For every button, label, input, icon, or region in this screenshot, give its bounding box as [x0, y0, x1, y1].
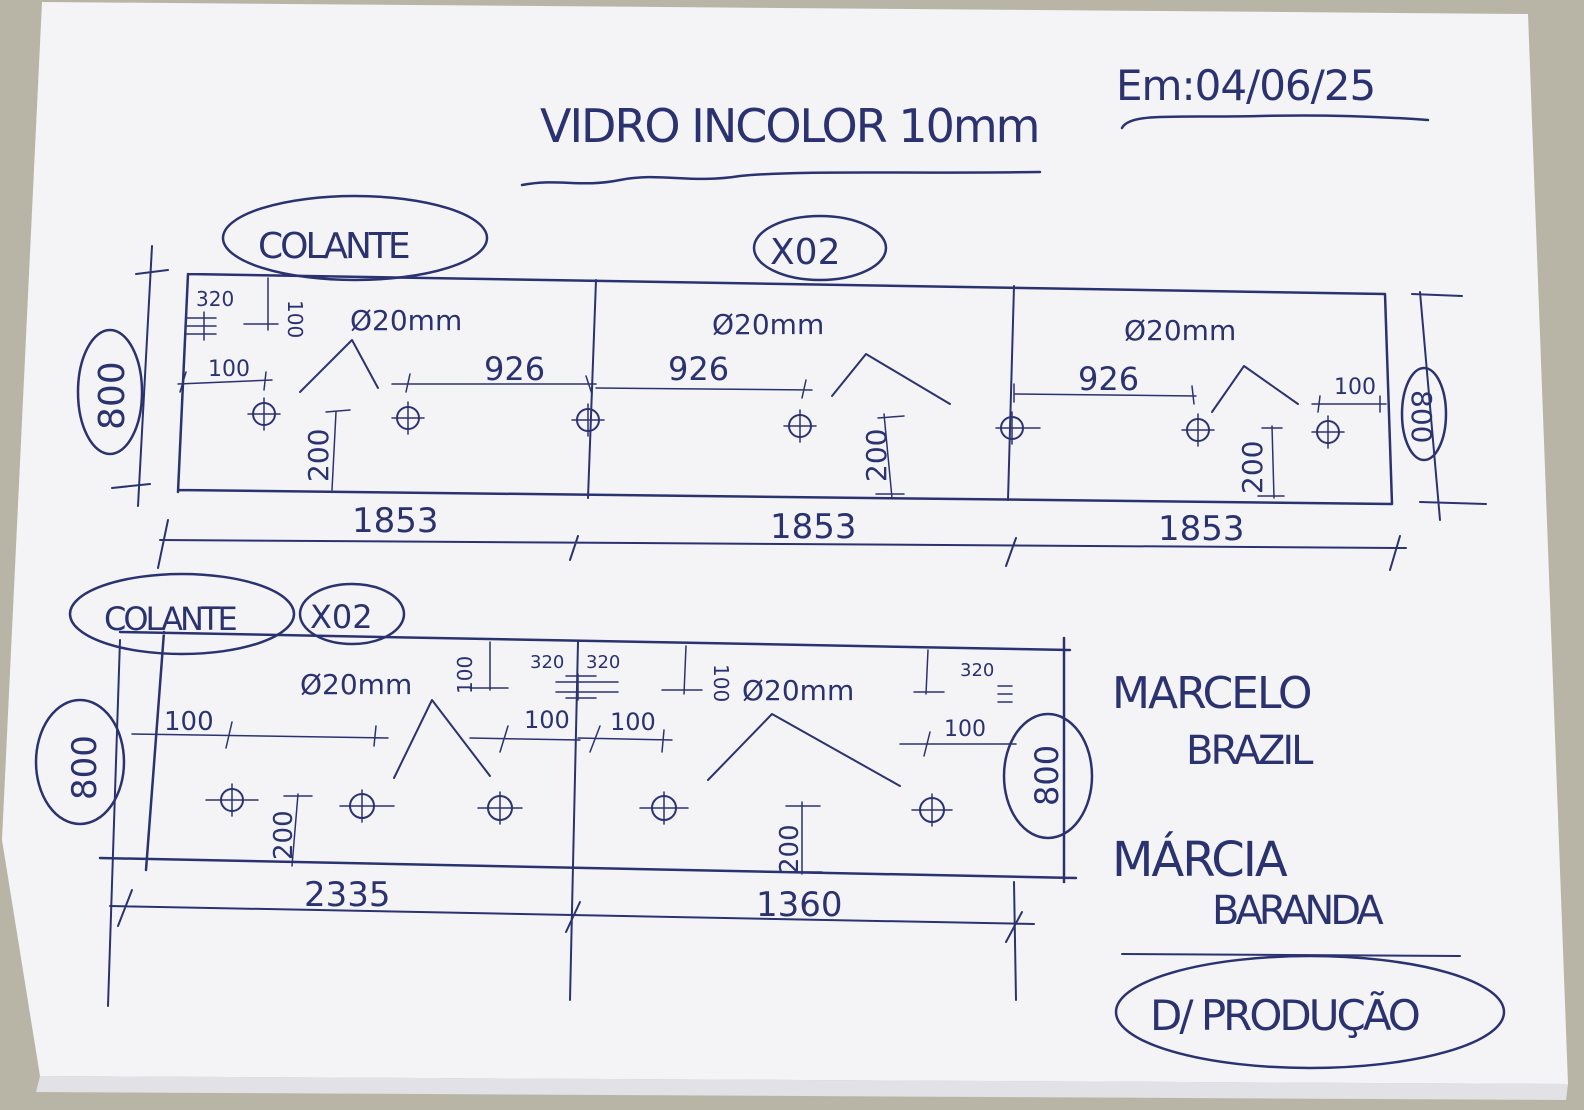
panel-bottom-tag-oval [68, 572, 296, 656]
panel-bottom-outline [98, 630, 1078, 884]
panel-bottom-hole-1 [205, 783, 259, 817]
panel-bottom-dim-100b: 100 [524, 706, 570, 734]
panel-bottom-height-right: 800 [1028, 745, 1066, 806]
panel-top-hole-3 [571, 403, 605, 437]
panel-bottom-qty: X02 [310, 598, 373, 636]
panel-bottom-leader-2 [707, 713, 901, 787]
panel-bottom-height-oval-right [1002, 712, 1094, 840]
panel-bottom-dim-320c: 320 [960, 660, 994, 681]
drawing-title: VIDRO INCOLOR 10mm [540, 99, 1038, 153]
panel-bottom-hole-label-2: Ø20mm [742, 674, 854, 707]
panel-top-corner-mark [185, 277, 279, 341]
panel-top-qty: X02 [770, 232, 840, 273]
panel-bottom-dim-320a: 320 [530, 652, 564, 673]
panel-bottom-vdim-200b: 200 [775, 824, 805, 874]
panel-bottom-height-oval-left [34, 698, 126, 826]
panel-top-divider-2 [1007, 285, 1015, 501]
panel-top-height-dimline-right [1411, 291, 1487, 521]
panel-top-dim-926c: 926 [1078, 360, 1139, 398]
panel-top-width-1: 1853 [352, 501, 439, 541]
panel-top-hole-2 [391, 401, 425, 435]
panel-top-divider-1 [587, 279, 597, 499]
panel-top-qty-oval [752, 214, 888, 282]
panel-bottom-hole-5 [911, 793, 953, 827]
panel-top-hole-7 [1311, 415, 1345, 449]
panel-top-dim-926a: 926 [484, 350, 545, 388]
panel-bottom-vdim-200a: 200 [269, 810, 299, 860]
panel-top-hole-6 [1181, 413, 1215, 447]
panel-top-width-3: 1853 [1158, 509, 1245, 549]
panel-bottom-vdim-100a: 100 [453, 656, 477, 694]
panel-top-height-oval-left [76, 328, 144, 456]
paper-shadow [36, 1076, 1568, 1100]
panel-bottom-width-dimline [109, 889, 1035, 943]
client-name-4: BARANDA [1212, 888, 1384, 934]
panel-top-dim-200a: 200 [302, 429, 335, 482]
panel-bottom-hole-label-1: Ø20mm [300, 668, 412, 701]
panel-bottom-corner-mark [997, 685, 1013, 703]
panel-bottom-dim-320b: 320 [586, 652, 620, 673]
panel-bottom-hole-2 [339, 789, 395, 823]
panel-bottom-dim-lines [131, 721, 1017, 757]
panel-top-dim-100-line [177, 371, 273, 393]
client-name-1: MARCELO [1112, 668, 1311, 719]
panel-top-dim-100a: 100 [283, 300, 307, 338]
panel-bottom-slot-mark [555, 673, 619, 701]
panel-top-height-dimline [111, 245, 169, 507]
panel-top-width-2: 1853 [770, 507, 857, 547]
production-stamp-text: D/ PRODUÇÃO [1150, 990, 1419, 1040]
panel-bottom-dim-100a: 100 [164, 707, 214, 737]
panel-top-dim-100c: 100 [1334, 375, 1376, 400]
panel-bottom-hole-4 [639, 791, 689, 825]
panel-top-hole-5 [995, 411, 1041, 445]
panel-top-dim-926-lines [391, 373, 1387, 413]
panel-bottom-divider [569, 641, 579, 1001]
panel-top-leader-2 [831, 353, 951, 405]
panel-bottom-leader-1 [393, 699, 491, 779]
client-name-3: MÁRCIA [1112, 831, 1288, 888]
panel-bottom-qty-oval [298, 582, 406, 646]
panel-top-hole-4 [783, 409, 817, 443]
panel-bottom-vdim-100b: 100 [709, 664, 733, 702]
date-underline [1120, 114, 1430, 130]
panel-top-width-dimline [157, 519, 1407, 571]
panel-bottom: COLANTE X02 800 800 2335 1360 Ø20mm Ø20m… [34, 572, 1094, 1007]
panel-bottom-width-2: 1360 [756, 885, 843, 925]
panel-bottom-vdim-lines [469, 641, 945, 695]
panel-bottom-width-1: 2335 [304, 875, 391, 915]
panel-top-hole-label-1: Ø20mm [350, 304, 462, 337]
panel-top-dim-926b: 926 [668, 350, 729, 388]
panel-top: COLANTE X02 800 800 1853 1853 1853 320 1… [76, 194, 1487, 571]
title-underline [520, 170, 1042, 187]
panel-top-dim-200b: 200 [860, 429, 893, 482]
panel-top-hole-label-2: Ø20mm [712, 308, 824, 341]
panel-top-hole-1 [247, 397, 281, 431]
panel-bottom-dim-100d: 100 [944, 717, 986, 742]
panel-bottom-dim-100c: 100 [610, 708, 656, 736]
panel-top-tag: COLANTE [258, 226, 409, 267]
panel-top-hole-label-3: Ø20mm [1124, 314, 1236, 347]
production-stamp: D/ PRODUÇÃO [1114, 953, 1506, 1070]
paper [2, 2, 1568, 1084]
panel-bottom-vdim-200-lines [279, 793, 823, 875]
date-label: Em:04/06/25 [1116, 61, 1375, 110]
panel-top-dim-200-lines [325, 409, 1285, 499]
panel-bottom-height-left: 800 [65, 735, 105, 800]
panel-bottom-hole-3 [477, 791, 523, 825]
panel-top-dim-100b: 100 [208, 357, 250, 382]
panel-top-dim-200c: 200 [1236, 441, 1269, 494]
panel-top-leader-1 [299, 339, 379, 393]
panel-top-height-oval-right [1400, 366, 1448, 462]
panel-top-tag-oval [221, 194, 489, 282]
panel-top-height-right: 800 [1405, 390, 1438, 443]
client-name-2: BRAZIL [1186, 728, 1314, 774]
panel-top-height-left: 800 [92, 361, 133, 430]
panel-top-leader-3 [1211, 365, 1299, 413]
client-block: MARCELO BRAZIL MÁRCIA BARANDA [1112, 668, 1388, 934]
panel-top-dim-320: 320 [196, 287, 234, 311]
panel-bottom-frame-lines [107, 639, 1017, 1007]
